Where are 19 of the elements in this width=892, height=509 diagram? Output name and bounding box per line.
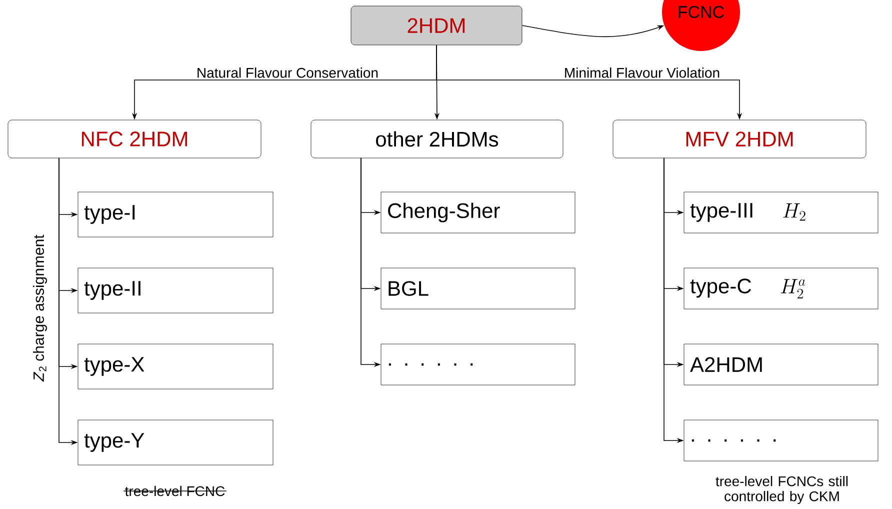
- edge-label: Minimal Flavour Violation: [562, 66, 722, 79]
- model-box: type-I: [78, 192, 274, 238]
- note: tree-level FCNCs still controlled by CKM: [716, 476, 848, 504]
- rotated-label: Z$_{2}$ charge assignment: [33, 234, 47, 382]
- model-box: type-X: [78, 344, 274, 390]
- root-box: 2HDM: [350, 6, 522, 46]
- category-box: MFV 2HDM: [612, 120, 866, 158]
- category-box: other 2HDMs: [310, 120, 564, 158]
- model-box: BGL: [380, 268, 576, 310]
- category-box: NFC 2HDM: [8, 120, 262, 158]
- edge-label: Natural Flavour Conservation: [195, 66, 380, 79]
- model-box: type-C $H_2^a$: [684, 268, 878, 310]
- model-box: type-II: [78, 268, 274, 314]
- model-box: Cheng-Sher: [380, 192, 576, 234]
- model-box: A2HDM: [684, 344, 878, 386]
- model-box: type-III $H_2$: [684, 192, 878, 234]
- model-box: . . . . . .: [380, 344, 576, 386]
- model-box: . . . . . .: [684, 420, 878, 462]
- model-box: type-Y: [78, 420, 274, 466]
